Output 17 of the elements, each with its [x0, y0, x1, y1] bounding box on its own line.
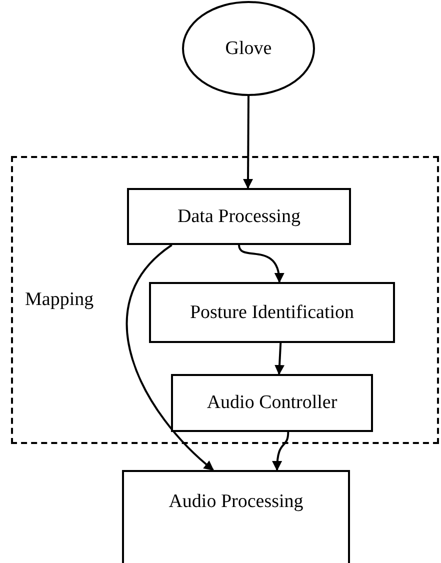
- node-label: Audio Controller: [206, 392, 338, 414]
- node-label: Glove: [225, 38, 272, 60]
- process-box: [171, 374, 373, 432]
- arrow: [238, 244, 284, 283]
- process-box: [149, 282, 395, 343]
- ellipse-node: [182, 1, 315, 96]
- arrow: [126, 244, 214, 471]
- dashed-group-box: [11, 156, 439, 444]
- arrow: [274, 342, 284, 375]
- node-label: Data Processing: [178, 206, 300, 228]
- process-box: [122, 470, 350, 563]
- node-label: Posture Identification: [190, 302, 354, 324]
- arrow: [272, 432, 290, 471]
- node-label: Mapping: [25, 289, 94, 311]
- process-box: [127, 188, 351, 245]
- node-label: Audio Processing: [168, 491, 304, 513]
- arrow: [243, 95, 253, 189]
